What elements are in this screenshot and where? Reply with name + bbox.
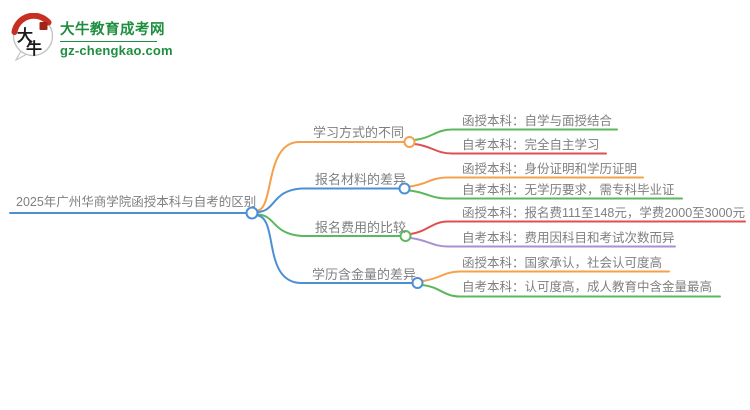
branch-line-materials <box>257 187 400 213</box>
leaf-label-value-hanshou: 函授本科：国家承认，社会认可度高 <box>462 256 663 270</box>
branch-label-fees: 报名费用的比较 <box>315 220 407 235</box>
leaf-line-fees-zikao <box>409 237 676 248</box>
leaf-label-study-zikao: 自考本科：完全自主学习 <box>462 138 600 152</box>
branch-toggle-fees[interactable] <box>399 230 412 242</box>
logo-domain: gz-chengkao.com <box>60 43 173 58</box>
svg-text:大: 大 <box>17 26 33 45</box>
leaf-label-value-zikao: 自考本科：认可度高，成人教育中含金量最高 <box>462 280 713 294</box>
logo-text-block: 大牛教育成考网 gz-chengkao.com <box>60 13 173 58</box>
daniu-bubble-icon: 大 牛 <box>11 13 54 61</box>
leaf-line-study-hanshou <box>413 128 618 141</box>
leaf-label-study-hanshou: 函授本科：自学与面授结合 <box>462 114 613 128</box>
leaf-line-fees-hanshou <box>409 220 746 235</box>
branch-line-value <box>257 214 413 284</box>
leaf-label-fees-zikao: 自考本科：费用因科目和考试次数而异 <box>462 231 675 245</box>
root-node-label: 2025年广州华商学院函授本科与自考的区别 <box>16 195 257 209</box>
svg-text:牛: 牛 <box>26 39 42 58</box>
site-logo[interactable]: 大 牛 大牛教育成考网 gz-chengkao.com <box>10 13 173 61</box>
branch-toggle-materials[interactable] <box>398 182 411 195</box>
leaf-line-value-zikao <box>421 284 721 298</box>
logo-divider <box>60 41 157 42</box>
branch-label-value: 学历含金量的差异 <box>312 267 417 282</box>
leaf-line-value-hanshou <box>421 270 670 282</box>
branch-line-study-method <box>257 141 405 212</box>
logo-title: 大牛教育成考网 <box>60 22 165 38</box>
branch-label-study-method: 学习方式的不同 <box>313 125 405 140</box>
leaf-line-study-zikao <box>413 143 607 155</box>
leaf-label-fees-hanshou: 函授本科：报名费111至148元，学费2000至3000元 <box>462 206 745 220</box>
branch-label-materials: 报名材料的差异 <box>315 172 407 187</box>
leaf-label-materials-hanshou: 函授本科：身份证明和学历证明 <box>462 162 638 176</box>
leaf-label-materials-zikao: 自考本科：无学历要求，需专科毕业证 <box>462 183 675 197</box>
branch-toggle-value[interactable] <box>411 277 424 289</box>
branch-toggle-study-method[interactable] <box>403 136 416 148</box>
branch-line-fees <box>257 213 401 237</box>
root-node-toggle[interactable] <box>245 206 259 220</box>
leaf-line-materials-hanshou <box>408 176 644 188</box>
leaf-line-materials-zikao <box>408 189 683 200</box>
